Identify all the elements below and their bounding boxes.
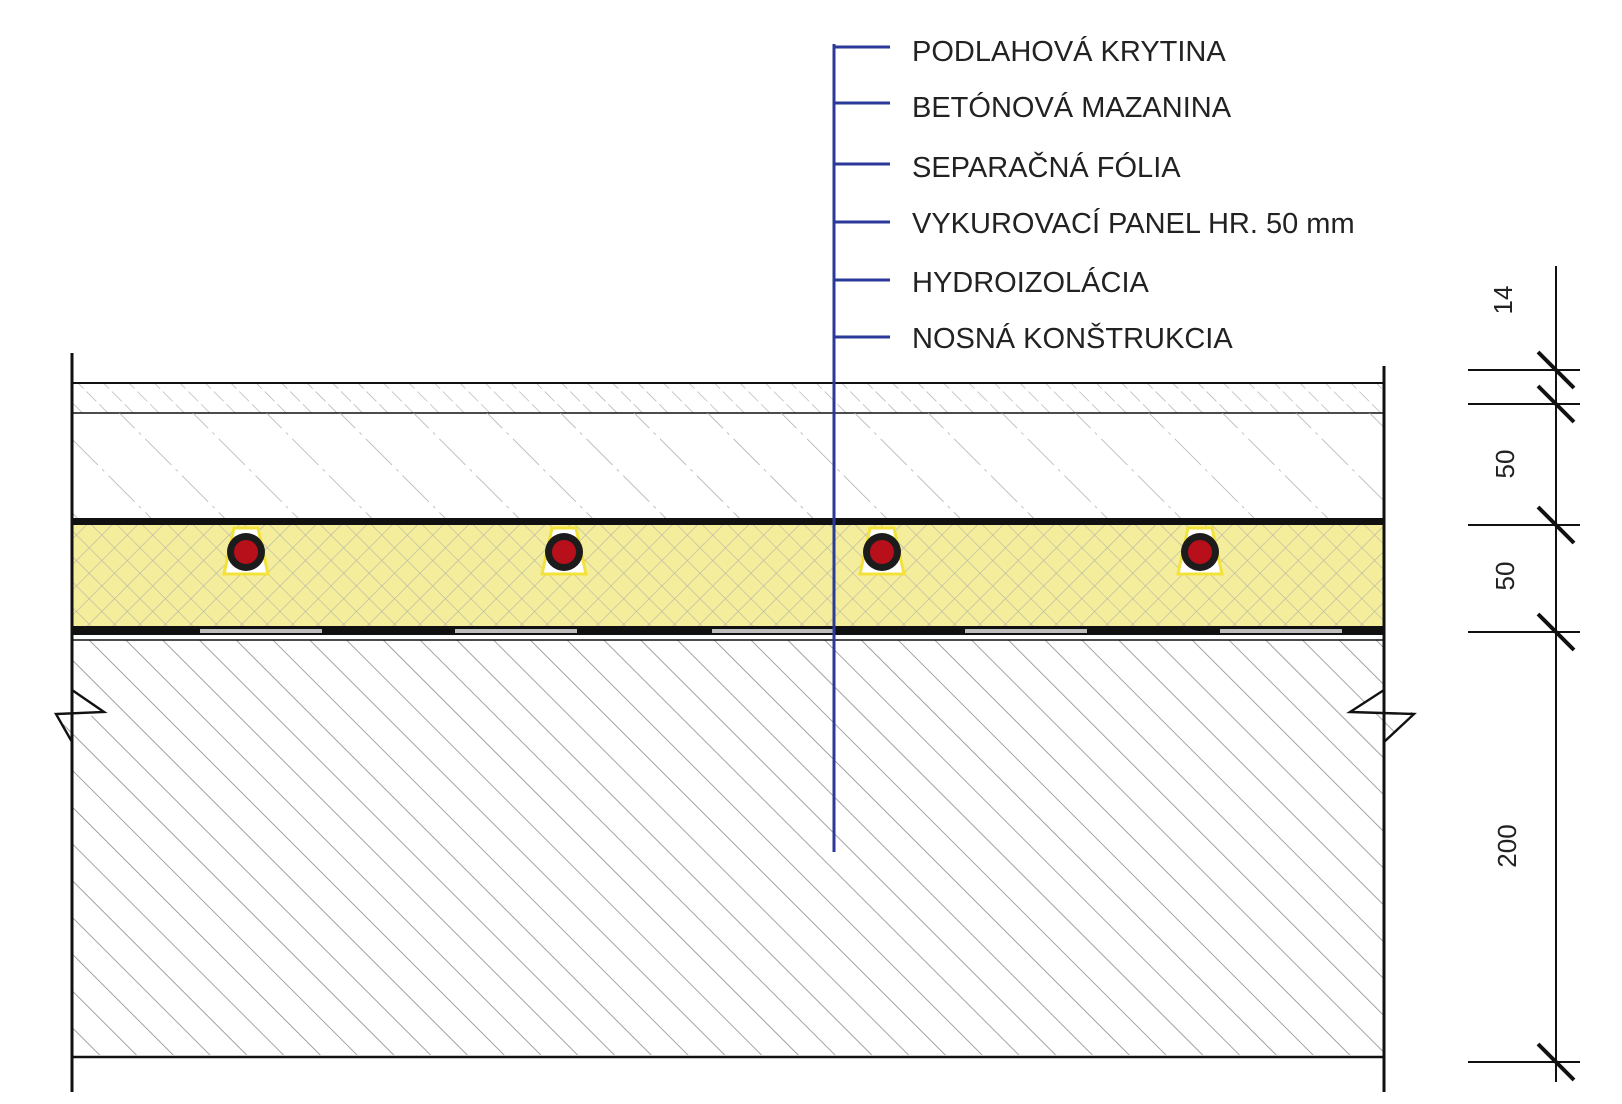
label-concrete-screed: BETÓNOVÁ MAZANINA (912, 91, 1232, 124)
layer-floor-covering (72, 382, 1384, 414)
insulation-strip (200, 629, 322, 633)
pipe-inner (552, 540, 576, 564)
layer-heating-panel (72, 525, 1384, 626)
label-hydroinsulation: HYDROIZOLÁCIA (912, 266, 1150, 299)
dimension-tick (1536, 612, 1576, 652)
layer-separation-foil (72, 518, 1384, 525)
label-load-bearing-structure: NOSNÁ KONŠTRUKCIA (912, 321, 1233, 355)
dimension-label-14: 14 (1488, 286, 1518, 315)
insulation-strip (1220, 629, 1342, 633)
layer-concrete-screed (72, 413, 1384, 519)
heating-pipe (222, 526, 270, 576)
dimension-tick (1536, 384, 1576, 424)
pipe-inner (1188, 540, 1212, 564)
insulation-strip (712, 629, 834, 633)
dimension-label-50-screed: 50 (1490, 450, 1520, 479)
insulation-strip (455, 629, 577, 633)
dimension-tick (1536, 1042, 1576, 1082)
dimension-tick (1536, 505, 1576, 545)
heating-pipe (1176, 526, 1224, 576)
label-heating-panel: VYKUROVACÍ PANEL HR. 50 mm (912, 207, 1355, 240)
layer-hydroinsulation (72, 626, 1384, 635)
dimension-tick (1536, 350, 1576, 390)
heating-pipes (222, 526, 1224, 576)
pipe-inner (234, 540, 258, 564)
heating-pipe (540, 526, 588, 576)
label-floor-covering: PODLAHOVÁ KRYTINA (912, 35, 1226, 68)
layer-leader: PODLAHOVÁ KRYTINA BETÓNOVÁ MAZANINA SEPA… (832, 35, 1355, 852)
dimension-label-200: 200 (1492, 824, 1522, 867)
dimension-chain: 14 50 50 200 (1468, 266, 1580, 1082)
label-separation-foil: SEPARAČNÁ FÓLIA (912, 150, 1181, 184)
heating-pipe (858, 526, 906, 576)
pipe-inner (870, 540, 894, 564)
insulation-strip (965, 629, 1087, 633)
layer-load-bearing-structure (53, 639, 1417, 1059)
dimension-label-50-panel: 50 (1490, 562, 1520, 591)
